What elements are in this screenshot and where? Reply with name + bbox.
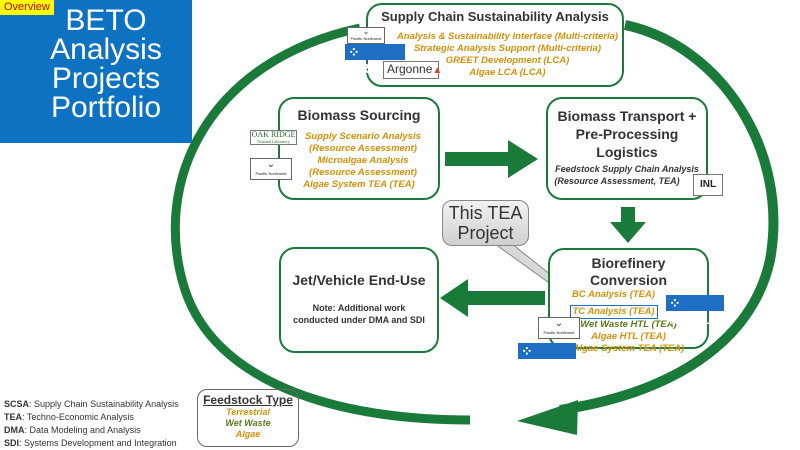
conversion-item: Algae HTL (TEA) (591, 331, 666, 342)
title-panel (0, 0, 192, 143)
abbr-row: DMA: Data Modeling and Analysis (4, 425, 141, 435)
nrel-sun-icon: ⁘ (348, 44, 361, 60)
title-line: Portfolio (50, 91, 162, 124)
transport-item: (Resource Assessment, TEA) (554, 176, 680, 186)
ornl-logo-subtext: National Laboratory (257, 139, 290, 144)
nrel-logo-text: NREL (348, 60, 391, 76)
transport-title-line: Logistics (596, 144, 658, 160)
abbr-meaning: Supply Chain Sustainability Analysis (34, 399, 179, 409)
pnnl-logo: ⌄ Pacific Northwest (250, 158, 292, 180)
cycle-arrowhead (517, 400, 578, 435)
conversion-title-line: Biorefinery (591, 255, 666, 271)
scsa-item: GREET Development (LCA) (445, 55, 570, 66)
box-scsa-title: Supply Chain Sustainability Analysis (381, 9, 609, 24)
nrel-logo-text: NREL (521, 359, 564, 375)
abbr-row: SCSA: Supply Chain Sustainability Analys… (4, 399, 179, 409)
sourcing-item: Supply Scenario Analysis (Resource Asses… (305, 131, 421, 154)
title-line: BETO (65, 4, 147, 37)
conversion-item: BC Analysis (TEA) (571, 289, 656, 300)
box-transport: Biomass Transport + Pre-Processing Logis… (546, 97, 708, 200)
scsa-item: Strategic Analysis Support (Multi-criter… (413, 43, 602, 54)
conversion-item-highlighted: TC Analysis (TEA) (569, 305, 658, 319)
abbr-meaning: Techno-Economic Analysis (26, 412, 134, 422)
enduse-note-line: conducted under DMA and SDI (293, 315, 425, 325)
abbr-term: TEA (4, 412, 22, 422)
abbr-row: TEA: Techno-Economic Analysis (4, 412, 134, 422)
argonne-logo: Argonne▲ (383, 61, 443, 79)
abbr-meaning: Systems Development and Integration (24, 438, 177, 448)
scsa-item: Analysis & Sustainability Interface (Mul… (396, 31, 619, 42)
inl-logo: INL (693, 174, 723, 196)
abbr-term: DMA (4, 425, 25, 435)
box-sourcing-title: Biomass Sourcing (297, 107, 421, 123)
nrel-sun-icon: ⁘ (521, 343, 534, 359)
box-sourcing: Biomass Sourcing Supply Scenario Analysi… (278, 97, 440, 200)
title-line: Analysis (50, 33, 162, 66)
abbr-term: SCSA (4, 399, 30, 409)
arrow-transport-to-conversion-head (610, 222, 646, 243)
transport-title-line: Biomass Transport + (557, 108, 697, 124)
arrow-conversion-to-enduse-head (440, 279, 468, 317)
callout-line: This TEA (448, 203, 523, 223)
ornl-logo: OAK RIDGE National Laboratory (250, 130, 297, 145)
nrel-logo-text: NREL (669, 311, 712, 327)
arrow-transport-to-conversion-shaft (621, 207, 635, 225)
arrow-conversion-to-enduse-shaft (465, 291, 545, 305)
sourcing-item: Microalgae Analysis (Resource Assessment… (309, 155, 417, 178)
box-enduse: Jet/Vehicle End-Use Note: Additional wor… (279, 247, 439, 353)
feedstock-legend-item: Terrestrial (226, 407, 270, 417)
enduse-note-line: Note: Additional work (312, 303, 406, 313)
transport-title-line: Pre-Processing (575, 126, 679, 142)
overview-tag: Overview (0, 0, 54, 15)
scsa-item: Algae LCA (LCA) (469, 67, 546, 78)
pnnl-logo-text: Pacific Northwest (543, 330, 575, 335)
pnnl-logo-text: Pacific Northwest (350, 36, 382, 41)
box-enduse-title: Jet/Vehicle End-Use (292, 272, 426, 288)
cycle-arc-left (170, 23, 471, 425)
inl-logo-text: INL (699, 179, 717, 190)
feedstock-legend-item: Algae (235, 429, 261, 439)
arrow-sourcing-to-transport-shaft (445, 152, 510, 166)
box-conversion-title: Biorefinery Conversion (550, 255, 707, 289)
argonne-triangle-icon: ▲ (432, 65, 443, 76)
nrel-logo: ⁘NREL (666, 295, 724, 327)
conversion-item-wrap: TC Analysis (TEA) (550, 301, 707, 319)
title-line: Projects (51, 62, 161, 95)
cycle-arc-right (559, 20, 779, 415)
abbr-meaning: Data Modeling and Analysis (29, 425, 141, 435)
abbr-row: SDI: Systems Development and Integration (4, 438, 177, 448)
nrel-sun-icon: ⁘ (669, 295, 682, 311)
nrel-logo: ⁘NREL (345, 44, 405, 76)
conversion-item: Algae System TEA (TEA) (572, 343, 685, 354)
abbreviation-legend: SCSA: Supply Chain Sustainability Analys… (4, 398, 179, 450)
this-project-callout: This TEA Project (442, 200, 529, 246)
pnnl-logo: ⌄ Pacific Northwest (538, 317, 580, 339)
conversion-item: Wet Waste HTL (TEA) (580, 319, 677, 330)
nrel-logo: ⁘NREL (518, 343, 576, 375)
transport-item: Feedstock Supply Chain Analysis (555, 164, 699, 174)
ornl-logo-text: OAK RIDGE (251, 130, 296, 139)
feedstock-legend-item: Wet Waste (225, 418, 271, 428)
sourcing-item: Algae System TEA (TEA) (303, 179, 415, 190)
pnnl-logo: ⌄ Pacific Northwest (347, 27, 385, 44)
feedstock-legend-title: Feedstock Type (203, 393, 293, 407)
box-transport-title: Biomass Transport + Pre-Processing Logis… (548, 107, 706, 161)
feedstock-legend: Feedstock Type Terrestrial Wet Waste Alg… (197, 389, 299, 447)
callout-line: Project (457, 223, 514, 243)
pnnl-logo-text: Pacific Northwest (255, 171, 287, 176)
page-title: BETO Analysis Projects Portfolio (20, 4, 192, 124)
enduse-note: Note: Additional work conducted under DM… (281, 302, 437, 326)
conversion-title-line: Conversion (589, 272, 667, 288)
argonne-logo-text: Argonne (387, 62, 433, 76)
abbr-term: SDI (4, 438, 20, 448)
arrow-sourcing-to-transport-head (508, 140, 538, 178)
